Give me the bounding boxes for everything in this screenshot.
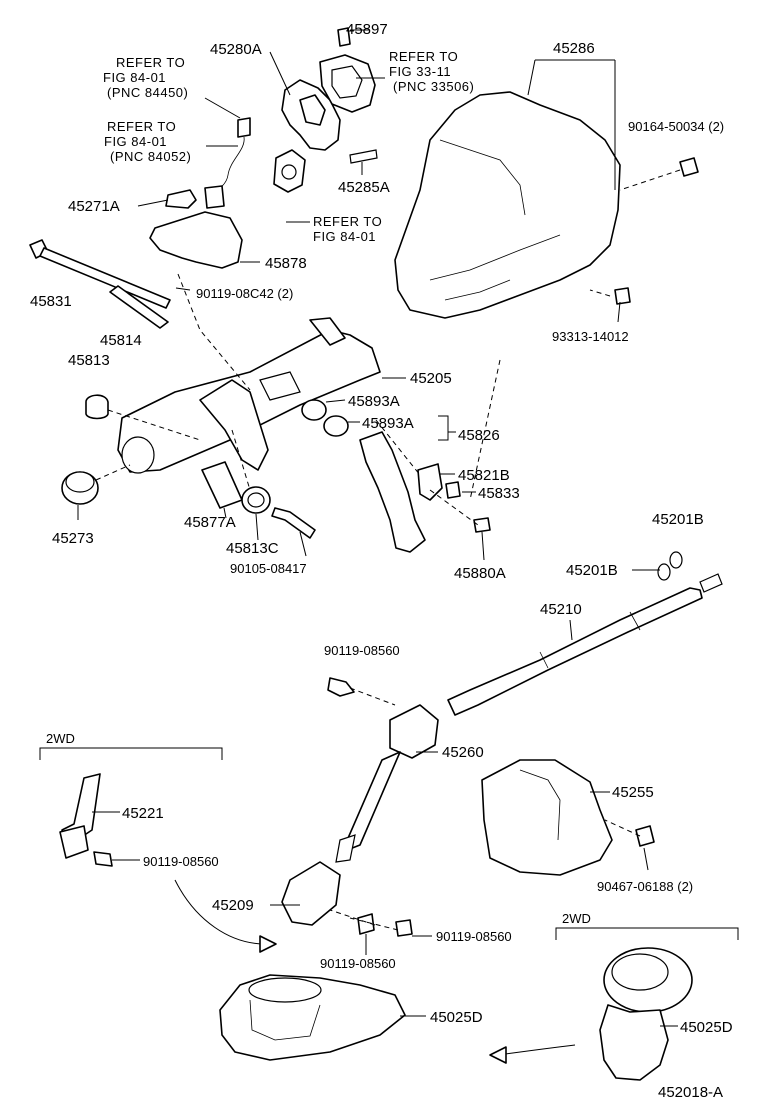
label-45893A-1: 45893A: [348, 393, 400, 410]
intermediate-shaft-45260: [335, 704, 439, 863]
label-90164-50034: 90164-50034 (2): [628, 119, 724, 134]
bolt-90119-08560-c: [357, 913, 375, 935]
spacer-45877A: [201, 461, 243, 509]
collar-45813C: [241, 486, 271, 514]
bolt-90119-08560-b: [93, 851, 113, 867]
bracket-45878: [149, 211, 243, 269]
bolt-45880A: [473, 517, 491, 533]
label-90119-08560-d: 90119-08560: [320, 956, 396, 971]
column-tube-45205: [117, 317, 381, 474]
clip-90467-06188: [635, 825, 655, 847]
bushing-45813: [85, 394, 109, 420]
direction-arrow-left: [174, 879, 277, 953]
label-45893A-2: 45893A: [362, 415, 414, 432]
nut-45833: [445, 481, 461, 499]
bushing-45273: [61, 471, 99, 505]
ref-note-2-line-3: (PNC 33506): [393, 79, 474, 94]
label-45025D-2: 45025D: [680, 1019, 733, 1036]
screw-90164-50034: [679, 157, 699, 177]
column-cover-45286: [394, 91, 621, 319]
label-90119-08560-c: 90119-08560: [436, 929, 512, 944]
tilt-lever-45826: [359, 431, 426, 553]
label-45880A: 45880A: [454, 565, 506, 582]
reference-notes: REFER TO FIG 84-01 (PNC 84450) REFER TO …: [103, 49, 474, 244]
label-45025D-1: 45025D: [430, 1009, 483, 1026]
label-90467-06188: 90467-06188 (2): [597, 879, 693, 894]
label-45271A: 45271A: [68, 198, 120, 215]
ref-note-2-line-1: REFER TO: [389, 49, 458, 64]
variant-label-2wd-left: 2WD: [46, 731, 75, 746]
2wd-shaft-45221: [59, 773, 101, 859]
snap-ring-45201B-2: [657, 563, 671, 581]
spacer-45893A-2: [323, 415, 349, 437]
label-45205: 45205: [410, 370, 452, 387]
label-45831: 45831: [30, 293, 72, 310]
label-45210: 45210: [540, 601, 582, 618]
variant-bracket-left: [39, 747, 223, 760]
variant-label-2wd-right: 2WD: [562, 911, 591, 926]
label-45813C: 45813C: [226, 540, 279, 557]
ref-note-3-line-1: REFER TO: [107, 119, 176, 134]
label-45877A: 45877A: [184, 514, 236, 531]
bolt-45831: [29, 239, 171, 309]
label-45260: 45260: [442, 744, 484, 761]
label-45273: 45273: [52, 530, 94, 547]
label-90119-08560-b: 90119-08560: [143, 854, 219, 869]
ref-note-1-line-1: REFER TO: [116, 55, 185, 70]
assembly-guide-lines: [95, 169, 681, 931]
clip-93313-14012: [614, 287, 631, 305]
label-90119-08C42: 90119-08C42 (2): [196, 286, 293, 301]
label-90105-08417: 90105-08417: [230, 561, 307, 576]
snap-ring-45201B-1: [669, 551, 683, 569]
spacer-45893A-1: [301, 399, 327, 421]
boot-45025D-right: [599, 947, 693, 1081]
label-45286: 45286: [553, 40, 595, 57]
bolt-90119-08560-d: [395, 919, 413, 937]
label-45897: 45897: [346, 21, 388, 38]
ref-note-1-line-3: (PNC 84450): [107, 85, 188, 100]
label-45285A: 45285A: [338, 179, 390, 196]
ref-note-4-line-2: FIG 84-01: [313, 229, 376, 244]
direction-arrow-right: [489, 1044, 576, 1064]
label-45878: 45878: [265, 255, 307, 272]
ref-note-1-line-2: FIG 84-01: [103, 70, 166, 85]
ignition-lock-assembly: [165, 27, 378, 209]
boot-cover-45255: [481, 759, 613, 876]
label-45280A: 45280A: [210, 41, 262, 58]
ref-note-3-line-2: FIG 84-01: [104, 134, 167, 149]
bracket-45821B: [417, 463, 443, 501]
ref-note-3-line-3: (PNC 84052): [110, 149, 191, 164]
universal-joint-45209: [281, 861, 341, 926]
label-45201B-1: 45201B: [652, 511, 704, 528]
ref-note-4-line-1: REFER TO: [313, 214, 382, 229]
label-45821B: 45821B: [458, 467, 510, 484]
label-45813: 45813: [68, 352, 110, 369]
callout-labels: 45897 45280A 45286 90164-50034 (2) 45271…: [30, 21, 733, 1036]
ref-note-2-line-2: FIG 33-11: [389, 64, 451, 79]
label-45833: 45833: [478, 485, 520, 502]
label-45814: 45814: [100, 332, 142, 349]
bolt-90105-08417: [271, 507, 316, 539]
bolt-90119-08560-a: [327, 677, 355, 697]
figure-code: 452018-A: [658, 1084, 723, 1101]
boot-45025D-left: [219, 974, 406, 1061]
label-45201B-2: 45201B: [566, 562, 618, 579]
label-90119-08560-a: 90119-08560: [324, 643, 400, 658]
leader-lines: [77, 29, 678, 1027]
label-45221: 45221: [122, 805, 164, 822]
main-shaft-45210: [447, 573, 723, 716]
label-93313-14012: 93313-14012: [552, 329, 629, 344]
label-45255: 45255: [612, 784, 654, 801]
label-45826: 45826: [458, 427, 500, 444]
variant-bracket-right: [555, 927, 739, 940]
pin-45814: [109, 285, 169, 329]
label-45209: 45209: [212, 897, 254, 914]
